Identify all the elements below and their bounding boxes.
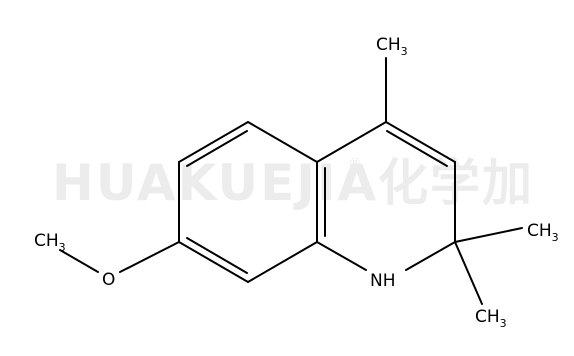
bond-c4-c3 <box>385 121 456 163</box>
ch3-top-label: CH3 <box>376 35 408 58</box>
bond-c2-methyl-bottom <box>454 241 483 305</box>
watermark-text: HUAKUEJIA <box>52 154 378 212</box>
ch3-right-label: CH3 <box>527 221 559 244</box>
bonds <box>59 57 523 305</box>
ch3-left-label: CH3 <box>34 231 66 254</box>
bond-ring-c8-c7 <box>178 241 249 283</box>
bond-ring-c8a-c8 <box>247 241 318 283</box>
bond-ring-c6-c5-inner <box>186 130 248 167</box>
bond-n1-c8a <box>316 241 367 271</box>
oxygen-label: O <box>102 270 115 290</box>
bond-ring-c8-c7-inner <box>186 237 248 274</box>
bond-c4a-c4 <box>316 121 387 163</box>
nh-label: NH <box>370 271 396 291</box>
atom-labels: CH3 CH3 CH3 CH3 O NH <box>34 35 559 330</box>
watermark: HUAKUEJIA ® 化学加 <box>52 154 532 212</box>
ch3-bottom-label: CH3 <box>475 307 507 330</box>
bond-c7-oxygen <box>119 241 180 273</box>
bond-c2-n1 <box>405 241 456 271</box>
bond-c2-methyl-right <box>454 227 523 243</box>
bond-ring-c4a-c5 <box>247 121 318 163</box>
bond-ring-c6-c5 <box>178 121 249 163</box>
bond-oxygen-methyl <box>59 249 99 273</box>
watermark-registered-mark: ® <box>348 156 362 172</box>
bond-c4-c3-inner <box>386 130 448 167</box>
